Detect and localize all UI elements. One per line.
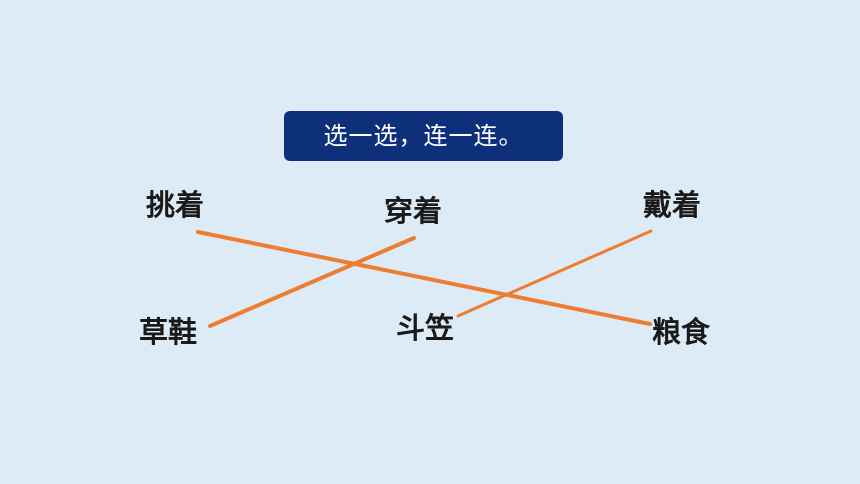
word-caoxie[interactable]: 草鞋: [139, 315, 198, 349]
word-daizhe[interactable]: 戴着: [643, 188, 702, 222]
word-tiaozhe[interactable]: 挑着: [146, 188, 205, 222]
line-tiaozhe-liangshi: [196, 230, 652, 326]
word-douli[interactable]: 斗笠: [396, 311, 455, 345]
line-chuanzhe-caoxie: [208, 236, 416, 328]
line-daizhe-doul: [456, 229, 653, 318]
word-liangshi[interactable]: 粮食: [652, 315, 711, 349]
word-chuanzhe[interactable]: 穿着: [384, 194, 443, 228]
instruction-title: 选一选，连一连。: [284, 111, 563, 161]
